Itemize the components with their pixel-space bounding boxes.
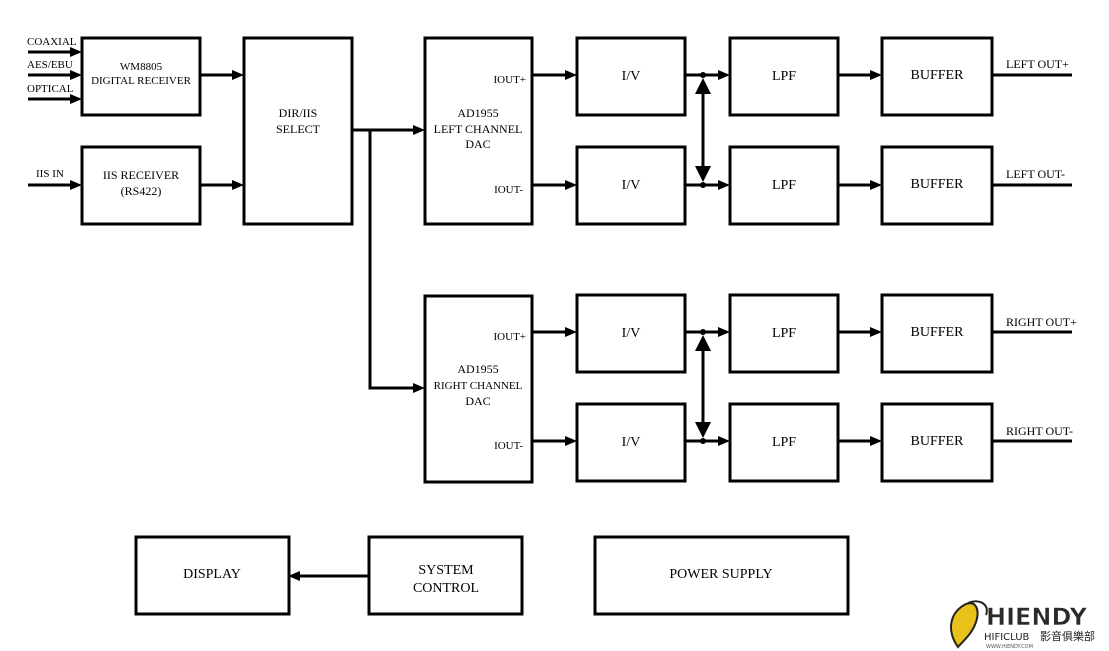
arrow-head [870, 436, 882, 446]
logo-cn: 影音俱樂部 [1040, 629, 1095, 643]
right-dac-iout-pos: IOUT+ [494, 331, 526, 343]
left-dac-iout-neg: IOUT- [494, 184, 523, 196]
buffer-block: BUFFER [880, 293, 994, 374]
buffer-block: BUFFER [880, 145, 994, 226]
dir-select-block: DIR/IIS SELECT [242, 36, 354, 226]
lpf-label: LPF [772, 435, 796, 450]
arrow-head [695, 422, 711, 438]
wm8805-subtitle: DIGITAL RECEIVER [91, 75, 191, 87]
logo-brand: HIENDY [986, 603, 1088, 631]
arrow-heads [70, 47, 882, 581]
buffer-block: BUFFER [880, 36, 994, 117]
aes-ebu-label: AES/EBU [27, 59, 73, 71]
arrow-head [565, 436, 577, 446]
arrow-head [695, 335, 711, 351]
right-dac-title: AD1955 [457, 362, 498, 376]
arrow-head [565, 327, 577, 337]
lpf-label: LPF [772, 326, 796, 341]
lpf-block: LPF [728, 36, 840, 117]
system-control-subtitle: CONTROL [413, 581, 479, 596]
junction-dot [700, 329, 706, 335]
arrow-head [288, 571, 300, 581]
arrow-head [413, 125, 425, 135]
iv-label: I/V [622, 178, 641, 193]
dir-select-title: DIR/IIS [279, 106, 318, 120]
arrow-head [718, 70, 730, 80]
wm8805-title: WM8805 [120, 61, 163, 73]
arrow-head [718, 436, 730, 446]
buffer-label: BUFFER [911, 68, 965, 83]
junction-dot [700, 182, 706, 188]
left-dac-subtitle: LEFT CHANNEL [434, 122, 523, 136]
hiendy-logo: HIENDY HIFICLUB 影音俱樂部 WWW.HIENDY.COM [950, 600, 1095, 650]
right-dac-iout-neg: IOUT- [494, 440, 523, 452]
iis-receiver-subtitle: (RS422) [121, 184, 162, 198]
logo-sub: HIFICLUB [984, 632, 1030, 643]
arrow-head [70, 180, 82, 190]
iv-block: I/V [575, 36, 687, 117]
lpf-label: LPF [772, 178, 796, 193]
arrow-head [565, 70, 577, 80]
right-dac-subtitle: RIGHT CHANNEL [434, 380, 523, 392]
arrow-head [870, 180, 882, 190]
display-label: DISPLAY [183, 567, 241, 582]
arrow-head [695, 78, 711, 94]
select-to-right-dac-wire [368, 130, 415, 390]
display-block: DISPLAY [134, 535, 291, 616]
iis-receiver-title: IIS RECEIVER [103, 168, 179, 182]
iv-label: I/V [622, 435, 641, 450]
arrow-head [70, 47, 82, 57]
arrow-head [695, 166, 711, 182]
buffer-label: BUFFER [911, 325, 965, 340]
left-dac-iout-pos: IOUT+ [494, 74, 526, 86]
iv-block: I/V [575, 402, 687, 483]
logo-url: WWW.HIENDY.COM [986, 644, 1033, 650]
system-control-block: SYSTEM CONTROL [367, 535, 524, 616]
left-dac-type: DAC [465, 137, 490, 151]
junction-dot [700, 438, 706, 444]
buffer-label: BUFFER [911, 434, 965, 449]
left-dac-title: AD1955 [457, 106, 498, 120]
arrow-head [232, 180, 244, 190]
arrow-head [413, 383, 425, 393]
iv-block: I/V [575, 293, 687, 374]
arrow-head [70, 70, 82, 80]
right-dac-block: AD1955 RIGHT CHANNEL DAC IOUT+ IOUT- [423, 294, 534, 484]
optical-label: OPTICAL [27, 83, 74, 95]
arrow-head [565, 180, 577, 190]
buffer-block: BUFFER [880, 402, 994, 483]
system-control-title: SYSTEM [418, 563, 474, 578]
power-supply-block: POWER SUPPLY [593, 535, 850, 616]
arrow-head [870, 70, 882, 80]
iv-block: I/V [575, 145, 687, 226]
lpf-label: LPF [772, 69, 796, 84]
right-dac-type: DAC [465, 394, 490, 408]
power-supply-label: POWER SUPPLY [669, 567, 772, 582]
lpf-block: LPF [728, 145, 840, 226]
junction-dot [700, 72, 706, 78]
iis-in-label: IIS IN [36, 168, 64, 180]
arrow-head [70, 94, 82, 104]
dir-select-subtitle: SELECT [276, 122, 321, 136]
arrow-head [870, 327, 882, 337]
iv-label: I/V [622, 326, 641, 341]
horn-icon [950, 602, 979, 649]
arrow-head [718, 327, 730, 337]
left-dac-block: AD1955 LEFT CHANNEL DAC IOUT+ IOUT- [423, 36, 534, 226]
left-out-pos-label: LEFT OUT+ [1006, 57, 1069, 71]
iis-receiver-block: IIS RECEIVER (RS422) [80, 145, 202, 226]
lpf-block: LPF [728, 402, 840, 483]
iv-label: I/V [622, 69, 641, 84]
buffer-label: BUFFER [911, 177, 965, 192]
arrow-head [718, 180, 730, 190]
right-out-pos-label: RIGHT OUT+ [1006, 315, 1077, 329]
lpf-block: LPF [728, 293, 840, 374]
left-out-neg-label: LEFT OUT- [1006, 167, 1065, 181]
right-out-neg-label: RIGHT OUT- [1006, 424, 1073, 438]
coaxial-label: COAXIAL [27, 36, 77, 48]
horn-icon-accent [967, 600, 988, 616]
wm8805-block: WM8805 DIGITAL RECEIVER [80, 36, 202, 117]
arrow-head [232, 70, 244, 80]
